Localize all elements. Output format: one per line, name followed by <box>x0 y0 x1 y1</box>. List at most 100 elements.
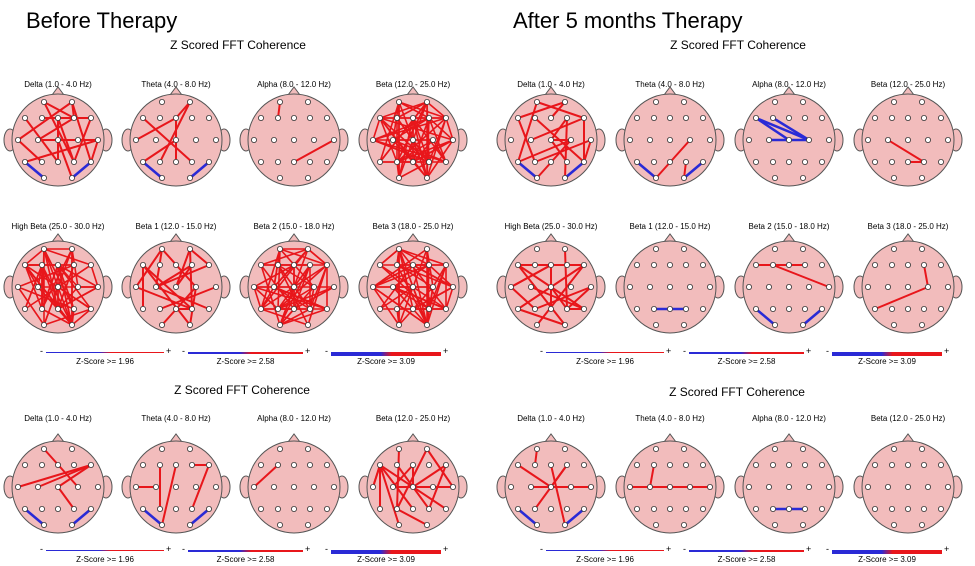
electrode <box>765 137 772 143</box>
positive-coherence-line <box>309 264 328 310</box>
electrode <box>682 461 689 468</box>
electrode <box>410 261 416 268</box>
electrode <box>173 114 179 121</box>
electrode <box>425 261 432 268</box>
electrode <box>548 137 554 143</box>
band-label: Beta (12.0 - 25.0 Hz) <box>375 414 451 423</box>
legend-plus: + <box>806 544 812 554</box>
electrode <box>945 137 952 143</box>
electrode <box>87 114 94 121</box>
electrode <box>156 505 163 512</box>
head-map-a2-beta2 <box>734 233 844 334</box>
electrode <box>205 505 212 512</box>
positive-coherence-line <box>260 286 275 310</box>
electrode <box>548 114 554 121</box>
positive-coherence-line <box>41 248 73 310</box>
electrode <box>918 175 925 182</box>
negative-coherence-line <box>189 161 210 179</box>
positive-coherence-line <box>396 448 400 510</box>
band-label: Beta 1 (12.0 - 15.0 Hz) <box>629 222 711 231</box>
positive-coherence-line <box>392 286 447 310</box>
electrode <box>377 261 384 268</box>
electrode <box>890 246 897 253</box>
electrode <box>331 284 338 290</box>
band-label: Alpha (8.0 - 12.0 Hz) <box>257 414 331 423</box>
electrode <box>884 137 891 143</box>
electrode <box>370 137 377 143</box>
electrode <box>87 505 94 512</box>
electrode <box>563 114 570 121</box>
electrode <box>515 505 522 512</box>
electrode <box>140 158 147 165</box>
electrode <box>188 261 195 268</box>
electrode <box>192 284 199 290</box>
electrode <box>531 261 538 268</box>
electrode <box>450 284 457 290</box>
electrode <box>370 484 377 490</box>
electrode <box>389 137 396 143</box>
electrode <box>304 322 311 329</box>
electrode <box>188 505 195 512</box>
band-label: Beta 2 (15.0 - 18.0 Hz) <box>253 222 335 231</box>
electrode <box>304 99 311 106</box>
positive-coherence-line <box>428 117 447 163</box>
electrode <box>34 484 41 490</box>
zscore-legend: -+Z-Score >= 3.09 <box>325 346 448 366</box>
electrode <box>74 284 81 290</box>
electrode <box>173 305 179 312</box>
electrode <box>771 322 778 329</box>
electrode <box>634 261 641 268</box>
positive-coherence-line <box>550 464 566 526</box>
electrode <box>186 322 193 329</box>
head-map-b1-alpha <box>239 86 349 187</box>
zscore-legend: -+Z-Score >= 1.96 <box>540 346 671 366</box>
negative-coherence-line <box>517 508 538 526</box>
electrode <box>680 522 687 529</box>
electrode <box>310 284 317 290</box>
electrode <box>652 99 659 106</box>
electrode <box>707 137 714 143</box>
electrode <box>920 505 927 512</box>
legend-minus: - <box>540 544 543 554</box>
positive-coherence-line <box>191 464 210 510</box>
electrode <box>425 461 432 468</box>
band-label: Beta (12.0 - 25.0 Hz) <box>870 414 946 423</box>
electrode <box>306 261 313 268</box>
electrode <box>937 261 944 268</box>
electrode <box>652 246 659 253</box>
electrode <box>746 137 753 143</box>
positive-coherence-line <box>17 101 73 141</box>
band-label: High Beta (25.0 - 30.0 Hz) <box>504 222 598 231</box>
positive-coherence-line <box>372 139 447 163</box>
positive-coherence-line <box>887 139 925 163</box>
electrode <box>801 114 808 121</box>
electrode <box>771 522 778 529</box>
electrode <box>561 99 568 106</box>
electrode <box>306 305 313 312</box>
electrode <box>920 305 927 312</box>
electrode <box>667 137 673 143</box>
electrode <box>70 261 77 268</box>
legend-minus: - <box>40 544 43 554</box>
electrode <box>425 114 432 121</box>
electrode <box>667 305 673 312</box>
legend-plus: + <box>305 346 311 356</box>
electrode <box>377 305 384 312</box>
negative-coherence-line <box>189 508 210 526</box>
legend-label: Z-Score >= 3.09 <box>357 357 415 366</box>
electrode <box>55 305 61 312</box>
negative-coherence-line <box>142 161 163 179</box>
positive-coherence-line <box>57 264 79 288</box>
positive-coherence-line <box>398 248 447 266</box>
electrode <box>429 484 436 490</box>
electrode <box>158 175 165 182</box>
electrode <box>580 461 587 468</box>
positive-coherence-line <box>655 139 691 179</box>
electrode <box>442 461 449 468</box>
electrode <box>771 246 778 253</box>
electrode <box>152 137 159 143</box>
negative-coherence-line <box>517 161 538 179</box>
positive-coherence-line <box>398 101 447 119</box>
electrode <box>323 461 330 468</box>
electrode <box>291 484 297 490</box>
